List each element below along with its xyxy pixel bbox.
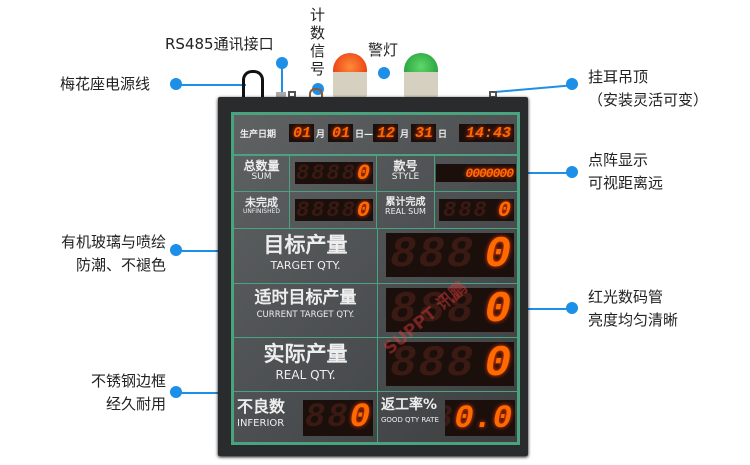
grid-cell bbox=[377, 391, 518, 443]
acrylic-line1: 有机玻璃与喷绘 bbox=[60, 233, 166, 251]
acrylic-label: 有机玻璃与喷绘防潮、不褪色 bbox=[38, 231, 166, 277]
real-qty-en: REAL QTY. bbox=[275, 368, 336, 383]
target-value: 0 bbox=[484, 233, 511, 277]
style-cn: 款号 bbox=[393, 159, 418, 173]
callout-dot bbox=[566, 78, 578, 90]
callout-line bbox=[176, 84, 246, 86]
dot-matrix-line2: 可视距离远 bbox=[588, 174, 664, 192]
real-qty-value: 0 bbox=[484, 342, 511, 386]
unfinished-value: 0 bbox=[356, 199, 370, 221]
good-rate-en: GOOD QTY RATE bbox=[381, 416, 439, 425]
callout-line bbox=[281, 63, 283, 95]
good-rate-display: 80.0 bbox=[445, 400, 515, 436]
red-led-line1: 红光数码管 bbox=[588, 288, 664, 306]
real-sum-cn: 累计完成 bbox=[385, 197, 426, 208]
month-char: 月 bbox=[400, 130, 410, 140]
unfinished-cn: 未完成 bbox=[245, 196, 278, 209]
callout-line bbox=[505, 172, 567, 174]
rs485-port bbox=[276, 92, 286, 98]
inferior-value: 0 bbox=[349, 400, 370, 436]
callout-line bbox=[494, 84, 570, 93]
sum-value: 0 bbox=[356, 162, 370, 184]
time-display: 14:43 bbox=[459, 124, 514, 142]
good-rate-cn: 返工率% bbox=[381, 397, 438, 413]
rs485-label: RS485通讯接口 bbox=[165, 35, 274, 53]
dot-matrix-line1: 点阵显示 bbox=[588, 151, 649, 169]
unfinished-en: UNFINISHED bbox=[242, 208, 281, 216]
callout-line bbox=[176, 392, 220, 394]
good-rate-label: 返工率% GOOD QTY RATE bbox=[381, 397, 441, 425]
frame-label: 不锈钢边框经久耐用 bbox=[60, 370, 166, 416]
hanging-line1: 挂耳吊顶 bbox=[588, 68, 649, 86]
frame-line2: 经久耐用 bbox=[105, 395, 166, 413]
start-month-display: 01 bbox=[289, 124, 314, 142]
inferior-cn: 不良数 bbox=[237, 397, 286, 416]
target-cn: 目标产量 bbox=[263, 233, 348, 257]
date-row bbox=[233, 114, 518, 155]
end-day-display: 31 bbox=[411, 124, 436, 142]
sum-cn: 总数量 bbox=[243, 159, 280, 173]
start-day-display: 01 bbox=[328, 124, 353, 142]
day-dash: 日— bbox=[355, 130, 374, 140]
signal-wire bbox=[309, 88, 323, 98]
callout-line bbox=[505, 308, 567, 310]
red-led-line2: 亮度均匀清晰 bbox=[588, 311, 679, 329]
callout-dot bbox=[378, 67, 390, 79]
target-en: TARGET QTY. bbox=[270, 259, 341, 273]
target-label: 目标产量 TARGET QTY. bbox=[235, 233, 376, 273]
power-cable bbox=[242, 70, 264, 98]
real-sum-value: 0 bbox=[497, 199, 511, 221]
real-qty-cn: 实际产量 bbox=[263, 342, 348, 366]
current-target-cn: 适时目标产量 bbox=[254, 288, 357, 308]
count-signal-label: 计数信号 bbox=[310, 6, 326, 78]
current-target-value: 0 bbox=[484, 288, 511, 332]
style-dot-matrix-display: 0000000 bbox=[436, 164, 516, 182]
hanging-label: 挂耳吊顶 （安装灵活可变） bbox=[588, 66, 708, 112]
red-led-label: 红光数码管亮度均匀清晰 bbox=[588, 286, 678, 332]
frame-line1: 不锈钢边框 bbox=[90, 372, 166, 390]
end-month-display: 12 bbox=[373, 124, 398, 142]
dot-matrix-label: 点阵显示可视距离远 bbox=[588, 149, 663, 195]
callout-dot bbox=[566, 302, 578, 314]
style-en: STYLE bbox=[391, 172, 420, 183]
power-cable-label: 梅花座电源线 bbox=[60, 75, 151, 93]
lamp-base bbox=[333, 72, 367, 98]
callout-dot bbox=[566, 166, 578, 178]
month-char: 月 bbox=[316, 130, 326, 140]
real-sum-en: REAL SUM bbox=[385, 207, 426, 216]
good-rate-value: 0.0 bbox=[454, 400, 512, 436]
real-qty-label: 实际产量 REAL QTY. bbox=[235, 342, 376, 383]
inferior-en: INFERIOR bbox=[237, 417, 285, 429]
current-target-en: CURRENT TARGET QTY. bbox=[256, 309, 355, 320]
acrylic-line2: 防潮、不褪色 bbox=[75, 256, 166, 274]
date-label: 生产日期 bbox=[240, 130, 277, 140]
lamp-base bbox=[404, 72, 438, 98]
warning-light-label: 警灯 bbox=[368, 41, 399, 59]
callout-line bbox=[176, 250, 248, 252]
sum-en: SUM bbox=[251, 172, 272, 183]
hanging-line2: （安装灵活可变） bbox=[588, 91, 709, 109]
day-char: 日 bbox=[438, 130, 448, 140]
